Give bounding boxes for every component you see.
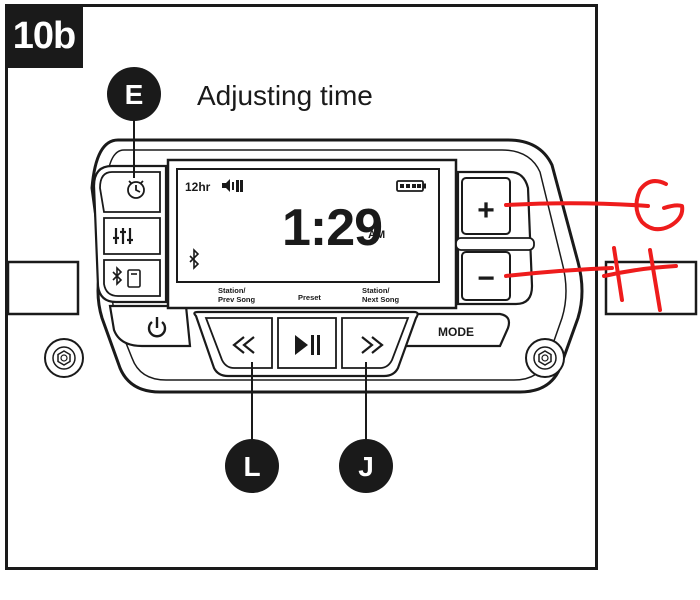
screw-right xyxy=(525,338,565,378)
volume-icon xyxy=(222,179,243,192)
fast-forward-icon xyxy=(361,336,384,354)
figure-frame xyxy=(5,4,598,570)
annotation-g-arrow-line xyxy=(504,201,650,208)
power-icon xyxy=(147,317,167,338)
bluetooth-pairing-button[interactable] xyxy=(103,259,161,297)
lcd-screen xyxy=(176,168,440,283)
callout-j-letter: J xyxy=(358,451,374,482)
clock-time: 1:29 xyxy=(282,199,382,257)
equalizer-button[interactable] xyxy=(103,217,161,255)
callout-j: J xyxy=(339,439,393,493)
annotation-h-glyph xyxy=(602,246,678,312)
minus-button[interactable]: − xyxy=(461,251,511,301)
annotation-g: G xyxy=(504,179,685,232)
mode-button[interactable]: MODE xyxy=(402,312,511,348)
minus-button-label: − xyxy=(477,262,495,295)
figure-heading: Adjusting time xyxy=(197,80,373,111)
annotation-h: H xyxy=(504,246,678,312)
plus-minus-divider xyxy=(455,237,535,251)
callout-l: L xyxy=(225,439,279,493)
callout-l-letter: L xyxy=(243,451,260,482)
rewind-icon xyxy=(232,336,255,354)
previous-button[interactable] xyxy=(204,317,273,369)
annotation-h-letter: H xyxy=(640,279,641,281)
screw-left xyxy=(44,338,84,378)
play-pause-icon xyxy=(295,335,320,355)
label-station-prev-1: Station/ xyxy=(218,286,246,295)
annotation-g-glyph xyxy=(634,179,685,232)
mode-button-label: MODE xyxy=(438,325,474,339)
annotation-h-arrow-line xyxy=(504,266,614,278)
step-tag: 10b xyxy=(5,4,83,68)
bluetooth-phone-icon xyxy=(112,266,141,288)
equalizer-icon xyxy=(113,228,133,244)
battery-icon xyxy=(396,180,426,192)
time-format-label: 12hr xyxy=(185,180,211,194)
label-station-prev-2: Prev Song xyxy=(218,295,256,304)
plus-button[interactable]: + xyxy=(461,177,511,235)
meridiem-indicator: AM xyxy=(368,229,385,241)
mounting-bars xyxy=(6,260,698,316)
next-button[interactable] xyxy=(341,317,410,369)
power-button[interactable] xyxy=(108,304,192,348)
label-preset: Preset xyxy=(298,293,321,302)
callout-e: E xyxy=(107,67,161,121)
clock-button[interactable] xyxy=(99,171,161,213)
play-pause-button[interactable] xyxy=(277,317,337,369)
clock-icon xyxy=(127,180,145,199)
plus-button-label: + xyxy=(477,194,495,227)
annotation-g-letter: G xyxy=(660,213,661,215)
label-station-next-2: Next Song xyxy=(362,295,400,304)
bluetooth-indicator-icon xyxy=(189,248,200,270)
callout-e-letter: E xyxy=(125,79,144,110)
label-station-next-1: Station/ xyxy=(362,286,390,295)
